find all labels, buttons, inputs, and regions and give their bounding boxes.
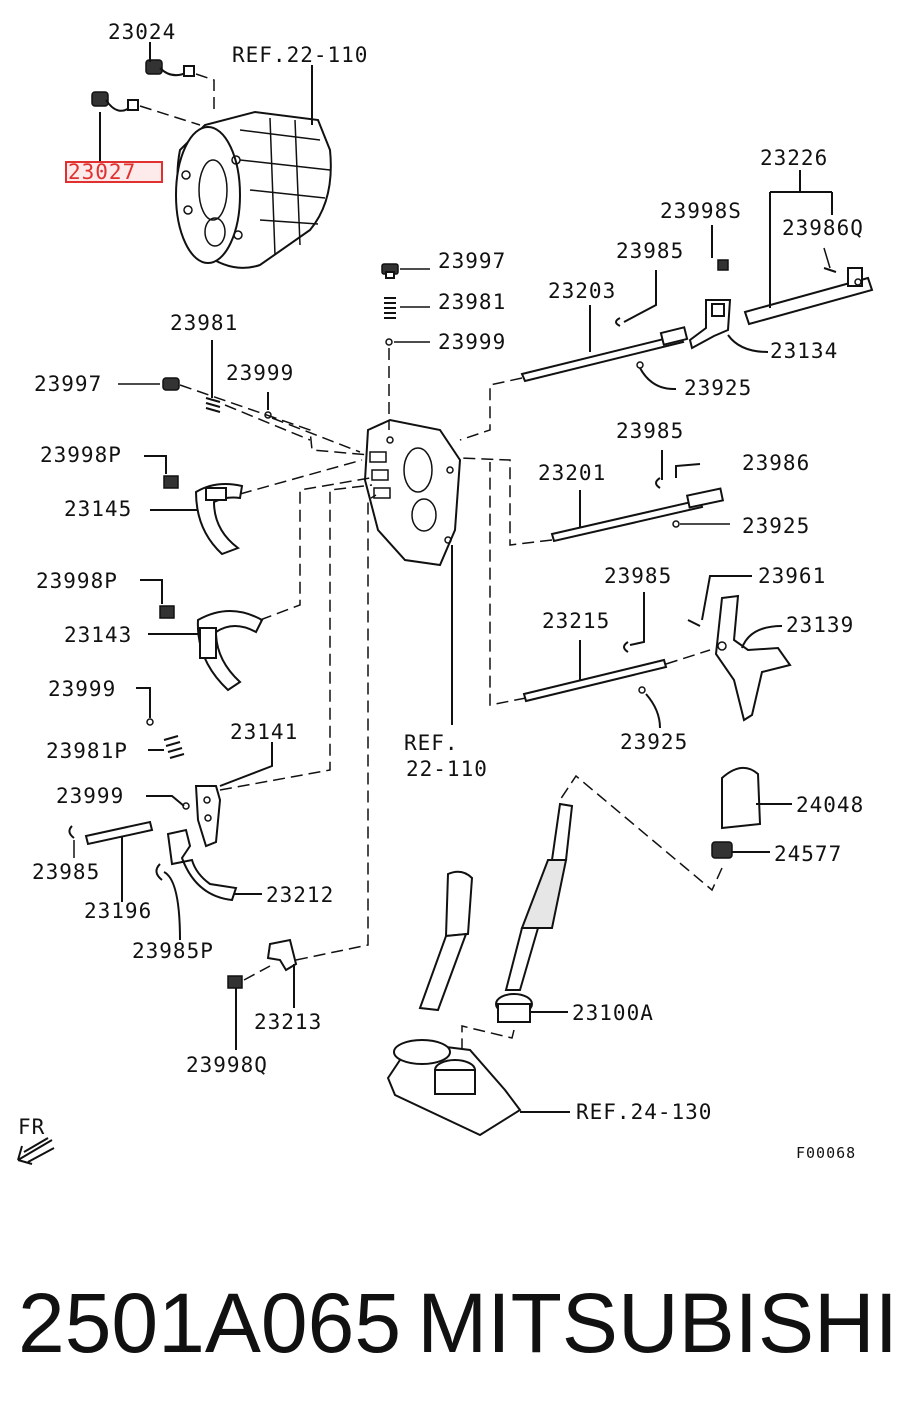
label-23998P-a: 23998P [40,443,122,467]
label-ref22-110-mid-2: 22-110 [406,757,488,781]
adapter-plate [363,418,462,567]
fork-23139 [714,594,792,722]
knob-24048 [721,767,762,830]
sensor-23024 [145,59,195,77]
label-23196: 23196 [84,899,152,923]
label-23997-top: 23997 [438,249,506,273]
label-23143: 23143 [64,623,132,647]
label-23226: 23226 [760,146,828,170]
spring-23981-top [384,297,396,319]
label-23145: 23145 [64,497,132,521]
label-23213: 23213 [254,1010,322,1034]
part-number: 2501A065 [18,1275,402,1370]
label-24577: 24577 [774,842,842,866]
clip-23985-b [655,477,661,489]
fork-23212 [166,828,238,902]
brand-name: MITSUBISHI [417,1275,898,1370]
label-23100A: 23100A [572,1001,654,1025]
footer: 2501A065 MITSUBISHI [18,1268,898,1378]
rod-23226 [743,267,874,326]
label-23985-d: 23985 [32,860,100,884]
label-23201: 23201 [538,461,606,485]
label-23925-a: 23925 [684,376,752,400]
label-23985P: 23985P [132,939,214,963]
rail-23201 [550,487,725,543]
bolt-23998P-b [159,605,175,619]
transmission-case [175,110,332,269]
label-23998S: 23998S [660,199,742,223]
label-23027: 23027 [68,160,136,184]
bolt-23998S [717,259,729,271]
spring-23981-left [205,397,221,413]
label-23998P-b: 23998P [36,569,118,593]
label-23212: 23212 [266,883,334,907]
plug-23997-left [162,377,180,391]
highlight-23027 [65,161,163,183]
label-23981-top: 23981 [438,290,506,314]
plug-23997-top [381,263,399,279]
front-arrow-icon [17,1137,55,1165]
label-23024: 23024 [108,20,176,44]
rail-23215 [522,658,668,703]
pin-23961 [687,619,701,627]
clip-23985-a [615,317,621,327]
label-23985-a: 23985 [616,239,684,263]
shift-lever-23100A [495,802,574,1023]
label-23139: 23139 [786,613,854,637]
ball-23999-top [385,338,393,346]
label-23985-c: 23985 [604,564,672,588]
fork-23134 [688,299,732,350]
label-23999-c: 23999 [48,677,116,701]
clip-23985-c [623,641,629,653]
label-ref24-130: REF.24-130 [576,1100,712,1124]
label-23985-b: 23985 [616,419,684,443]
label-23134: 23134 [770,339,838,363]
label-23981P: 23981P [46,739,128,763]
label-23998Q: 23998Q [186,1053,268,1077]
label-23999-left: 23999 [226,361,294,385]
spring-23981P [163,735,185,759]
clip-23985P [155,863,163,881]
label-23981-left: 23981 [170,311,238,335]
label-23986Q: 23986Q [782,216,864,240]
label-fr: FR [18,1115,45,1139]
label-23925-c: 23925 [620,730,688,754]
figure-code: F00068 [796,1144,856,1162]
label-ref22-110-mid-1: REF. [404,731,459,755]
nut-24577 [711,841,733,859]
shift-lug-23141 [194,785,222,848]
label-23986: 23986 [742,451,810,475]
rail-23203 [520,326,689,383]
label-23203: 23203 [548,279,616,303]
shift-tower [386,870,522,1137]
label-23961: 23961 [758,564,826,588]
bolt-23998P-a [163,475,179,489]
label-23141: 23141 [230,720,298,744]
label-23999-d: 23999 [56,784,124,808]
label-23925-b: 23925 [742,514,810,538]
bolt-23998Q [227,975,243,989]
fork-23143 [196,610,264,692]
sensor-23027 [91,91,139,112]
label-23997-left: 23997 [34,372,102,396]
fork-23145 [194,483,244,556]
label-24048: 24048 [796,793,864,817]
block-23213 [266,938,298,972]
label-ref22-110-top: REF.22-110 [232,43,368,67]
label-23999-top: 23999 [438,330,506,354]
pin-23196 [84,820,154,846]
label-23215: 23215 [542,609,610,633]
